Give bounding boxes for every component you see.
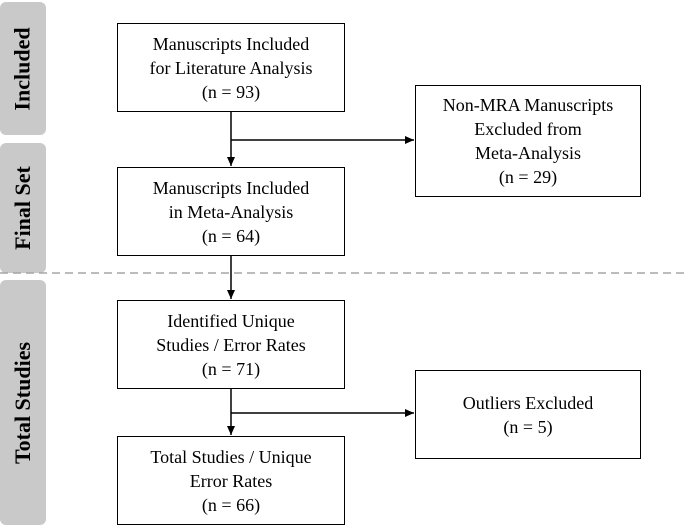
box-outliers-count: (n = 5): [503, 416, 553, 437]
box-non-mra-count: (n = 29): [498, 167, 558, 187]
box-total-line1: Total Studies / Unique: [150, 446, 312, 467]
box-meta-analysis: Manuscripts Included in Meta-Analysis (n…: [117, 167, 345, 256]
box-non-mra-excluded: Non-MRA Manuscripts Excluded from Meta-A…: [415, 85, 641, 197]
box-meta-line1: Manuscripts Included: [152, 177, 310, 198]
box-literature-line2: for Literature Analysis: [149, 57, 313, 78]
box-unique-studies: Identified Unique Studies / Error Rates …: [117, 300, 345, 389]
box-meta-count: (n = 64): [201, 225, 261, 246]
box-literature-line1: Manuscripts Included: [152, 33, 310, 54]
box-unique-count: (n = 71): [201, 358, 261, 379]
box-non-mra-line3: Meta-Analysis: [475, 143, 581, 163]
box-unique-line2: Studies / Error Rates: [156, 334, 306, 355]
box-meta-line2: in Meta-Analysis: [168, 201, 294, 222]
box-outliers-excluded: Outliers Excluded (n = 5): [415, 370, 641, 459]
box-literature-analysis: Manuscripts Included for Literature Anal…: [117, 23, 345, 112]
stage-tab-final-set: Final Set: [0, 143, 46, 273]
box-total-count: (n = 66): [201, 494, 261, 515]
box-non-mra-line2: Excluded from: [474, 119, 582, 139]
stage-tab-total-studies: Total Studies: [0, 280, 46, 525]
box-non-mra-line1: Non-MRA Manuscripts: [442, 95, 614, 115]
box-outliers-line1: Outliers Excluded: [462, 392, 594, 413]
box-total-line2: Error Rates: [189, 470, 273, 491]
box-literature-count: (n = 93): [201, 81, 261, 102]
box-unique-line1: Identified Unique: [167, 310, 295, 331]
box-total-studies: Total Studies / Unique Error Rates (n = …: [117, 436, 345, 525]
stage-tab-included: Included: [0, 2, 46, 135]
